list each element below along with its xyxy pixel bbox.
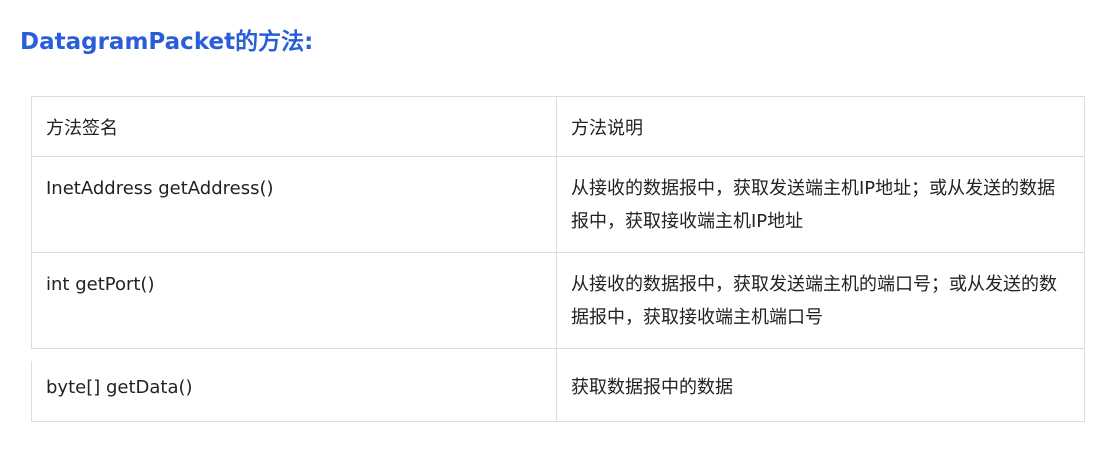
table-header-row: 方法签名 方法说明: [31, 96, 1085, 157]
method-signature: byte[] getData(): [31, 361, 557, 422]
spacer-cell: [31, 348, 557, 361]
table-row: int getPort() 从接收的数据报中，获取发送端主机的端口号；或从发送的…: [31, 252, 1085, 349]
header-description: 方法说明: [556, 96, 1085, 157]
header-signature: 方法签名: [31, 96, 557, 157]
spacer-cell: [556, 348, 1085, 361]
method-description: 从接收的数据报中，获取发送端主机IP地址；或从发送的数据报中，获取接收端主机IP…: [556, 156, 1085, 253]
table-row: InetAddress getAddress() 从接收的数据报中，获取发送端主…: [31, 156, 1085, 253]
method-signature: InetAddress getAddress(): [31, 156, 557, 253]
method-signature: int getPort(): [31, 252, 557, 349]
section-heading: DatagramPacket的方法:: [20, 29, 314, 55]
table-spacer-row: [31, 348, 1085, 361]
methods-table: 方法签名 方法说明 InetAddress getAddress() 从接收的数…: [31, 96, 1085, 422]
method-description: 从接收的数据报中，获取发送端主机的端口号；或从发送的数据报中，获取接收端主机端口…: [556, 252, 1085, 349]
table-row: byte[] getData() 获取数据报中的数据: [31, 361, 1085, 422]
method-description: 获取数据报中的数据: [556, 361, 1085, 422]
